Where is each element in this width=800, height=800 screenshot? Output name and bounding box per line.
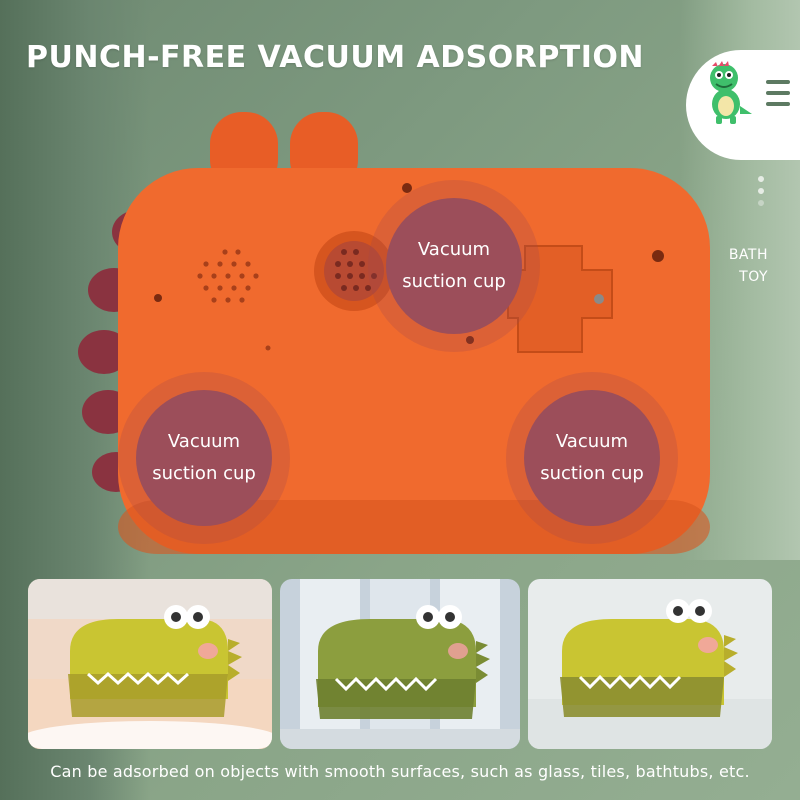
side-label: BATH TOY (722, 244, 768, 288)
toy-spike (78, 330, 130, 374)
speaker-grille (314, 231, 394, 311)
headline: PUNCH-FREE VACUUM ADSORPTION (26, 40, 645, 75)
usage-photos (28, 579, 772, 749)
suction-cup-label: Vacuum suction cup (540, 431, 644, 484)
brand-badge (686, 50, 800, 160)
photo-tiles (528, 579, 772, 749)
side-label-line1: BATH (728, 247, 768, 263)
menu-icon[interactable] (766, 80, 790, 113)
photo-bathtub (28, 579, 272, 749)
suction-cup-callout: Vacuum suction cup (118, 372, 290, 544)
pager-dots (758, 176, 764, 212)
suction-cup-label: Vacuum suction cup (152, 431, 256, 484)
caption: Can be adsorbed on objects with smooth s… (50, 762, 750, 781)
suction-cup-callout: Vacuum suction cup (506, 372, 678, 544)
suction-cup-callout: Vacuum suction cup (368, 180, 540, 352)
dinosaur-logo-icon (710, 61, 752, 124)
photo-window (280, 579, 520, 749)
speaker-icon (197, 249, 259, 303)
side-label-line2: TOY (739, 269, 768, 285)
suction-cup-label: Vacuum suction cup (402, 239, 506, 292)
